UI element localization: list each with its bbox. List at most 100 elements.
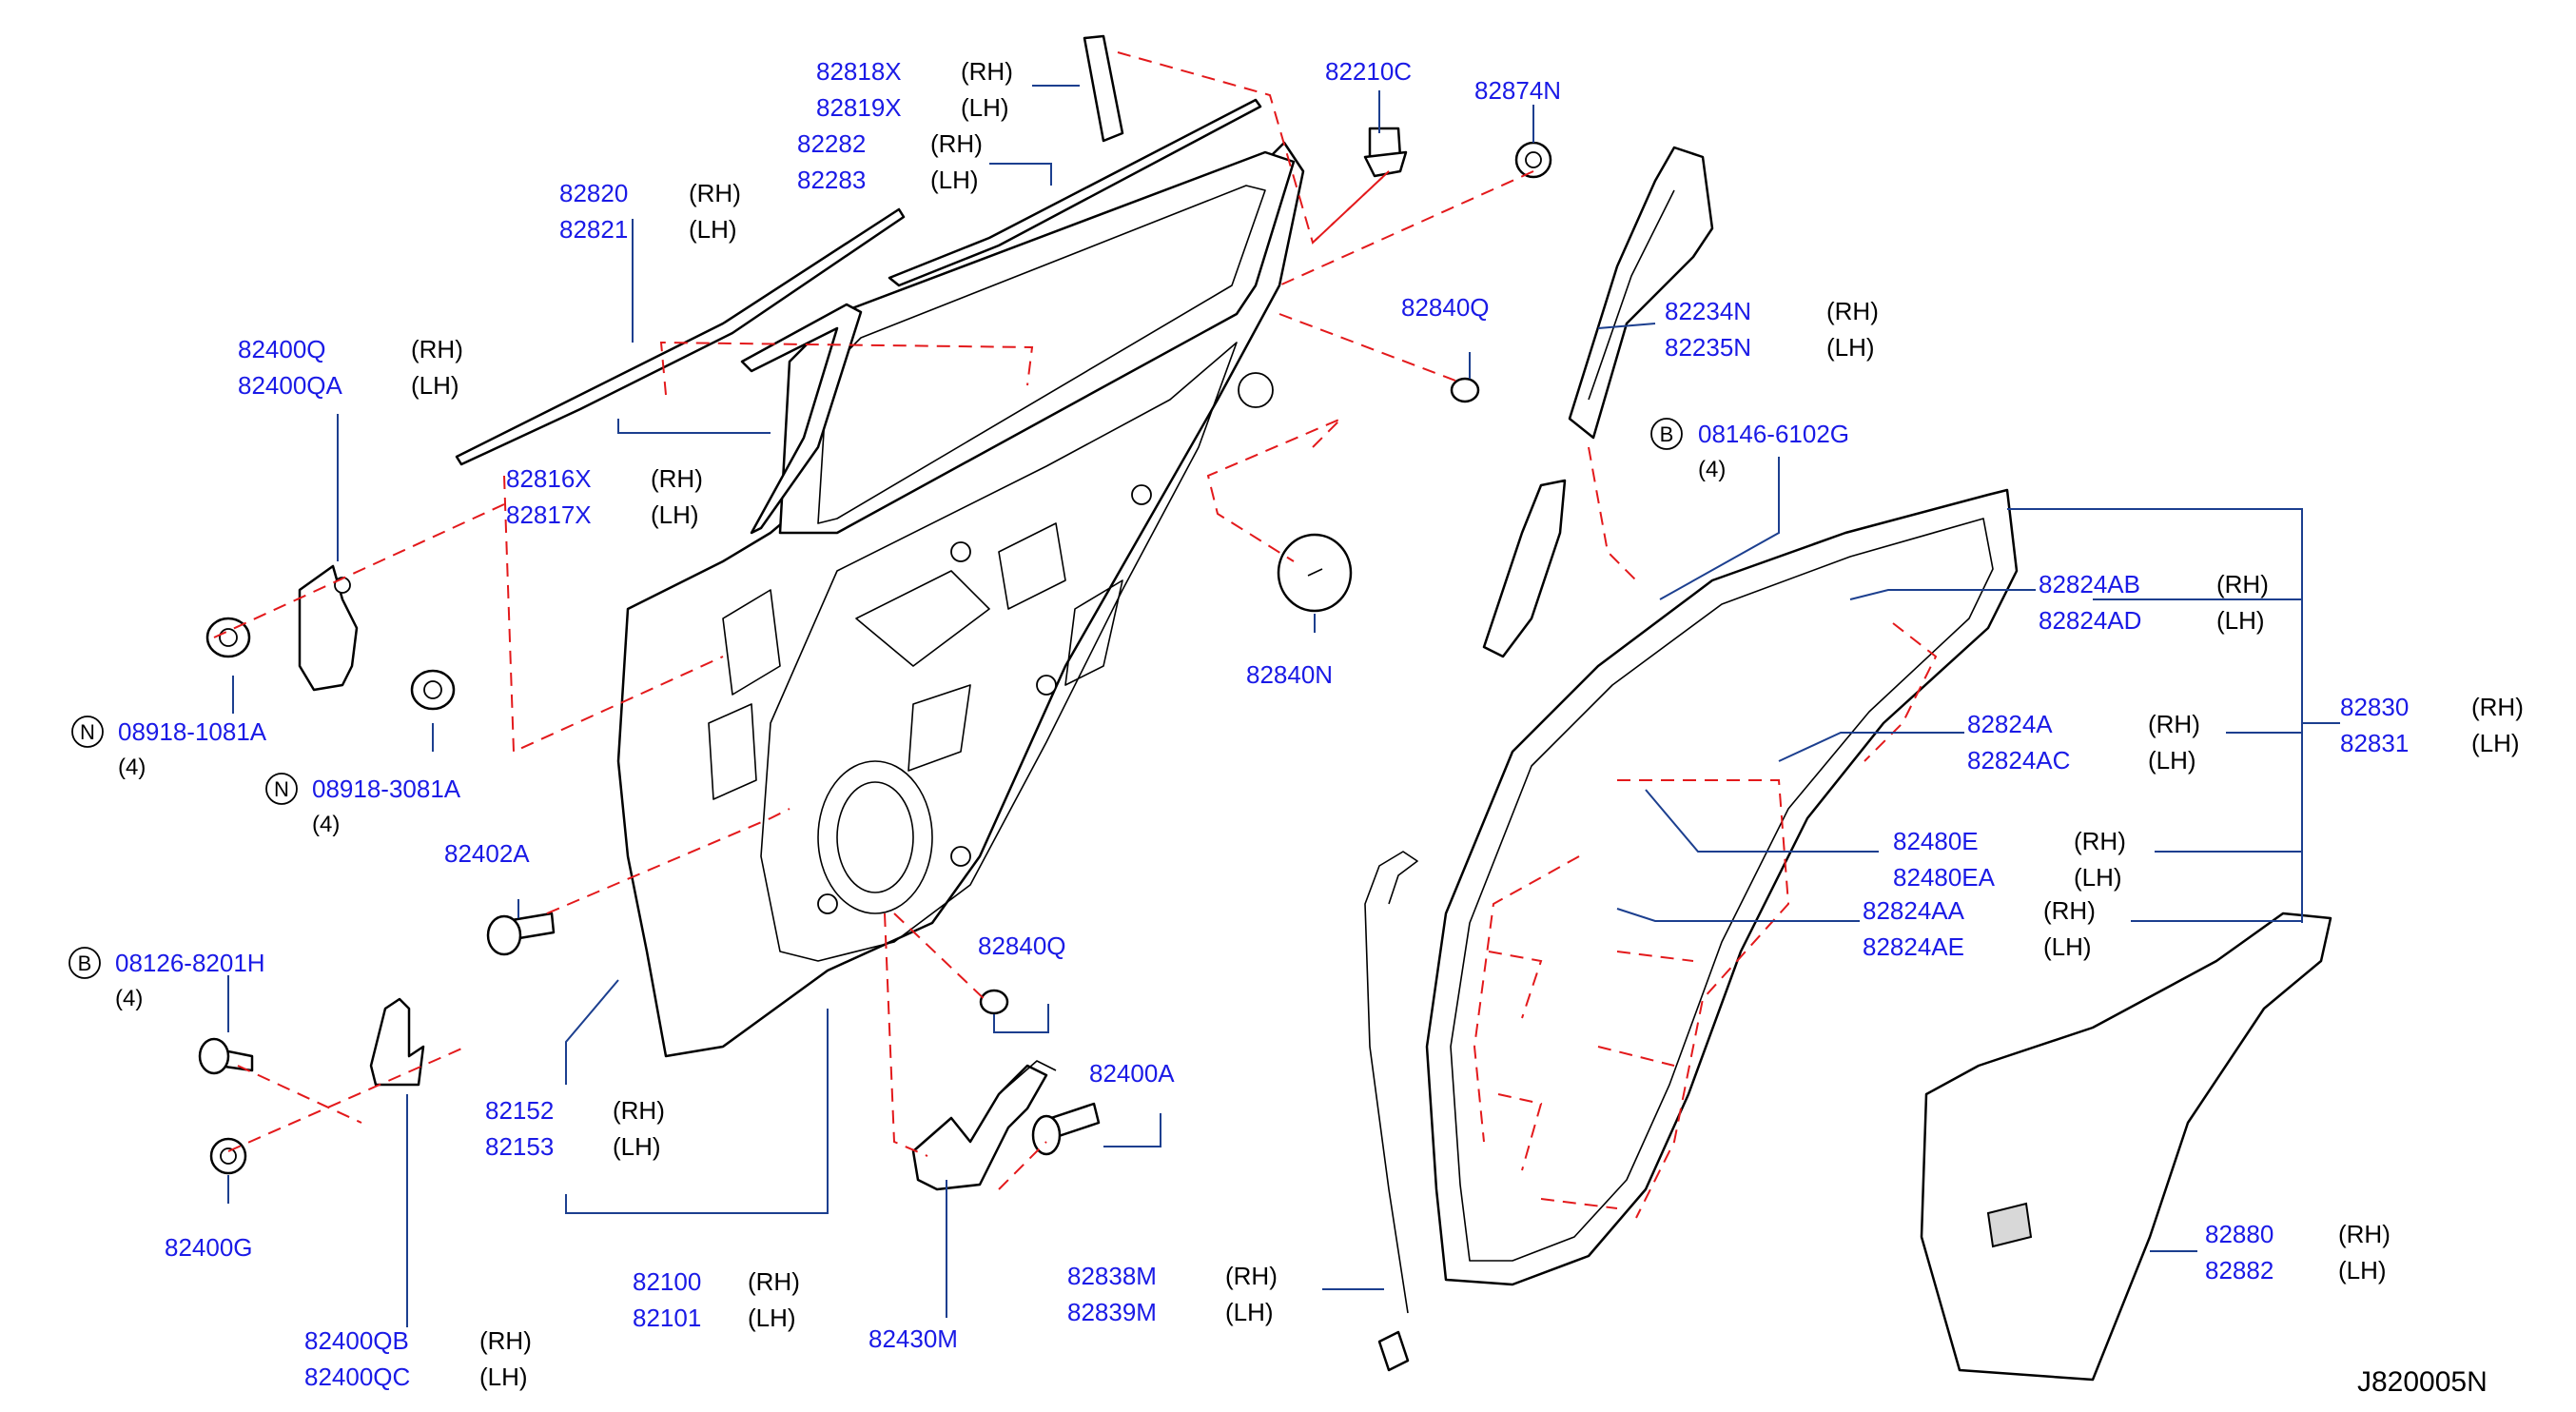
callout-l82100: 82100(RH)82101(LH) — [633, 1267, 800, 1332]
part-number: 82831 — [2340, 729, 2409, 757]
side-indicator: (RH) — [2043, 896, 2096, 925]
sash-pieces — [1482, 146, 1714, 658]
callout-l82816: 82816X(RH)82817X(LH) — [506, 464, 703, 529]
part-number: 82824AE — [1863, 932, 1964, 961]
part-number: 82210C — [1325, 57, 1412, 86]
callout-l08918_3081: N 08918-3081A (4) — [265, 773, 461, 837]
part-number: 82839M — [1067, 1298, 1157, 1326]
part-number: 82234N — [1665, 297, 1751, 325]
part-number: 82400G — [165, 1233, 253, 1262]
side-indicator: (LH) — [2338, 1256, 2387, 1285]
quantity: (4) — [115, 986, 143, 1011]
callout-prefix-circle — [71, 716, 104, 748]
part-number: 82824AB — [2039, 570, 2140, 598]
door-weatherstrip — [1425, 488, 2019, 1286]
sealing-screen — [1920, 912, 2332, 1382]
phantom-lines — [213, 51, 1938, 1219]
callout-l82820: 82820(RH)82821(LH) — [559, 179, 741, 244]
side-indicator: (LH) — [2074, 863, 2122, 892]
quantity: (4) — [1698, 457, 1726, 482]
side-indicator: (RH) — [2338, 1220, 2391, 1248]
side-indicator: (RH) — [613, 1096, 665, 1125]
side-indicator: (RH) — [930, 129, 983, 158]
callout-prefix: B — [1660, 422, 1674, 446]
part-number: 82400QA — [238, 371, 343, 400]
window-moulding-strips — [455, 34, 1262, 535]
side-indicator: (LH) — [411, 371, 459, 400]
callout-labels: 82818X(RH)82819X(LH)82282(RH)82283(LH)82… — [68, 57, 2524, 1391]
quantity: (4) — [312, 812, 340, 837]
side-indicator: (RH) — [1826, 297, 1879, 325]
callout-l82480E: 82480E(RH)82480EA(LH) — [1893, 827, 2126, 892]
leader-lines — [227, 85, 2340, 1327]
callout-l82400QB: 82400QB(RH)82400QC(LH) — [304, 1326, 532, 1391]
part-number: 08918-3081A — [312, 775, 461, 803]
hinge-lower — [198, 912, 556, 1175]
callout-l82210C: 82210C — [1325, 57, 1412, 86]
top-clips — [1363, 127, 1552, 403]
callout-l82400A: 82400A — [1089, 1059, 1175, 1088]
part-number: 82824AD — [2039, 606, 2141, 635]
callout-l82400Q: 82400Q(RH)82400QA(LH) — [238, 335, 463, 400]
part-number: 82819X — [816, 93, 902, 122]
door-panel-assembly — [616, 141, 1305, 1058]
callout-l82402A: 82402A — [444, 839, 530, 868]
side-indicator: (RH) — [479, 1326, 532, 1355]
part-number: 82283 — [797, 166, 866, 194]
part-number: 82480EA — [1893, 863, 1996, 892]
callout-l82282: 82282 (RH) 82283 (LH) — [797, 129, 983, 194]
side-indicator: (RH) — [411, 335, 463, 363]
part-number: 82100 — [633, 1267, 701, 1296]
part-number: 82400A — [1089, 1059, 1175, 1088]
callout-l82824AA: 82824AA(RH)82824AE(LH) — [1863, 896, 2096, 961]
side-indicator: (RH) — [2471, 693, 2524, 721]
side-indicator: (LH) — [613, 1132, 661, 1161]
callout-l82874N: 82874N — [1474, 76, 1561, 105]
part-number: 82820 — [559, 179, 628, 207]
callout-prefix-circle — [265, 773, 298, 805]
door-harness — [1364, 851, 1418, 1372]
part-number: 08126-8201H — [115, 949, 265, 977]
side-indicator: (RH) — [2216, 570, 2269, 598]
side-indicator: (LH) — [2216, 606, 2265, 635]
part-number: 82400QB — [304, 1326, 409, 1355]
part-number: 82824AC — [1967, 746, 2070, 775]
callout-prefix: N — [274, 777, 289, 801]
callout-l82838M: 82838M (RH) 82839M (LH) — [1067, 1262, 1278, 1326]
side-indicator: (LH) — [1826, 333, 1875, 362]
side-indicator: (RH) — [689, 179, 741, 207]
hinge-upper — [205, 564, 456, 711]
side-indicator: (RH) — [748, 1267, 800, 1296]
part-number: 82282 — [797, 129, 866, 158]
callout-prefix: N — [80, 720, 95, 744]
side-indicator: (LH) — [1225, 1298, 1274, 1326]
part-number: 82874N — [1474, 76, 1561, 105]
callout-l82400G: 82400G — [165, 1233, 253, 1262]
callout-l82840Q_top: 82840Q — [1401, 293, 1490, 322]
part-number: 82817X — [506, 500, 592, 529]
callout-l82234N: 82234N(RH)82235N(LH) — [1665, 297, 1879, 362]
side-indicator: (RH) — [2148, 710, 2200, 738]
part-number: 82480E — [1893, 827, 1979, 855]
door-check-link — [911, 989, 1101, 1191]
part-number: 82816X — [506, 464, 592, 493]
part-number: 82840Q — [1401, 293, 1490, 322]
side-indicator: (RH) — [1225, 1262, 1278, 1290]
side-indicator: (LH) — [2043, 932, 2092, 961]
part-number: 82840Q — [978, 932, 1066, 960]
callout-l82840Q_mid: 82840Q — [978, 932, 1066, 960]
part-number: 82838M — [1067, 1262, 1157, 1290]
side-indicator: (LH) — [961, 93, 1009, 122]
side-indicator: (RH) — [651, 464, 703, 493]
callout-l82824AB: 82824AB (RH) 82824AD (LH) — [2039, 570, 2269, 635]
side-indicator: (LH) — [930, 166, 979, 194]
side-indicator: (LH) — [479, 1363, 528, 1391]
side-indicator: (LH) — [689, 215, 737, 244]
part-number: 82824A — [1967, 710, 2053, 738]
access-hole-cover — [1277, 533, 1353, 613]
callout-l82824A: 82824A(RH)82824AC(LH) — [1967, 710, 2200, 775]
part-number: 82153 — [485, 1132, 554, 1161]
callout-prefix: B — [78, 951, 92, 975]
